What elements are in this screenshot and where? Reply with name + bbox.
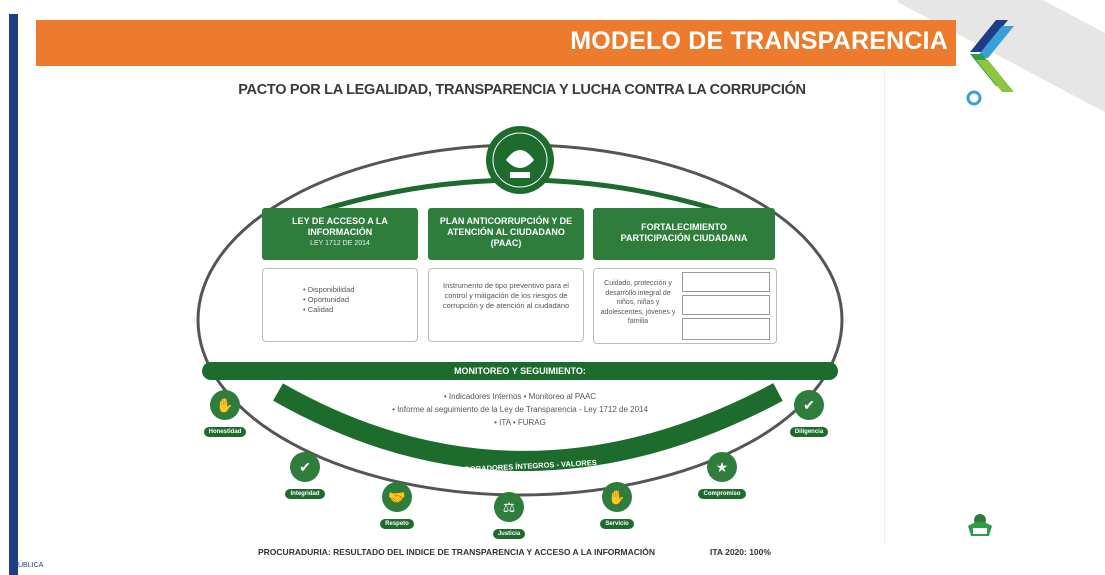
pillar-text: Cuidado, protección y desarrollo integra… bbox=[600, 280, 676, 325]
page-title: MODELO DE TRANSPARENCIA bbox=[570, 27, 948, 55]
sub-box-2 bbox=[682, 295, 770, 315]
pillar-title: FORTALECIMIENTO PARTICIPACIÓN CIUDADANA bbox=[620, 222, 748, 243]
value-diligencia: ✔ Diligencia bbox=[784, 390, 834, 438]
pillar-item: • Oportunidad bbox=[303, 295, 349, 304]
pillar-item: • Calidad bbox=[303, 305, 334, 314]
footer-ita-score: ITA 2020: 100% bbox=[710, 547, 771, 557]
pillar-subtitle: LEY 1712 DE 2014 bbox=[310, 240, 370, 247]
value-label: Respeto bbox=[380, 519, 414, 529]
values-arc bbox=[273, 383, 783, 471]
icbf-logo-icon bbox=[968, 514, 992, 536]
justicia-icon: ⚖ bbox=[494, 492, 524, 522]
value-respeto: 🤝 Respeto bbox=[372, 482, 422, 530]
monitoring-line: • Informe al seguimiento de la Ley de Tr… bbox=[392, 405, 648, 414]
pillar-head-participacion: FORTALECIMIENTO PARTICIPACIÓN CIUDADANA bbox=[593, 208, 775, 260]
pillar-body-paac: Instrumento de tipo preventivo para el c… bbox=[428, 268, 584, 342]
pillar-item: • Disponibilidad bbox=[303, 285, 355, 294]
title-banner: MODELO DE TRANSPARENCIA bbox=[36, 20, 956, 66]
sub-box-1 bbox=[682, 272, 770, 292]
value-servicio: ✋ Servicio bbox=[592, 482, 642, 530]
diagram-subtitle: PACTO POR LA LEGALIDAD, TRANSPARENCIA Y … bbox=[238, 82, 806, 98]
pillar-body-ley-acceso: • Disponibilidad • Oportunidad • Calidad bbox=[262, 268, 418, 342]
integridad-icon: ✔ bbox=[290, 452, 320, 482]
pillar-title: LEY DE ACCESO A LA INFORMACIÓN bbox=[292, 216, 388, 237]
left-accent-bar bbox=[9, 14, 18, 575]
compromiso-icon: ★ bbox=[707, 452, 737, 482]
pillar-head-paac: PLAN ANTICORRUPCIÓN Y DE ATENCIÓN AL CIU… bbox=[428, 208, 584, 260]
footer-text: PROCURADURIA: RESULTADO DEL INDICE DE TR… bbox=[258, 547, 655, 557]
monitoring-band: MONITOREO Y SEGUIMIENTO: bbox=[202, 362, 838, 380]
monitoring-line: • ITA • FURAG bbox=[494, 418, 546, 427]
value-integridad: ✔ Integridad bbox=[280, 452, 330, 500]
value-honestidad: ✋ Honestidad bbox=[200, 390, 250, 438]
pillar-title: PLAN ANTICORRUPCIÓN Y DE ATENCIÓN AL CIU… bbox=[439, 216, 573, 248]
value-label: Compromiso bbox=[698, 489, 746, 499]
icbf-logo bbox=[958, 512, 1002, 556]
brand-logo-icon bbox=[966, 20, 1014, 106]
monitoring-line: • Indicadores Internos • Monitoreo al PA… bbox=[443, 392, 597, 401]
value-label: Integridad bbox=[285, 489, 325, 499]
diligencia-icon: ✔ bbox=[794, 390, 824, 420]
corner-text: ÚBLICA bbox=[18, 562, 44, 569]
value-label: Justicia bbox=[492, 529, 526, 539]
pillar-text: Instrumento de tipo preventivo para el c… bbox=[442, 281, 570, 310]
value-justicia: ⚖ Justicia bbox=[484, 492, 534, 540]
value-label: Honestidad bbox=[203, 427, 247, 437]
value-compromiso: ★ Compromiso bbox=[692, 452, 752, 500]
honestidad-icon: ✋ bbox=[210, 390, 240, 420]
value-label: Diligencia bbox=[789, 427, 829, 437]
sub-box-3 bbox=[682, 318, 770, 340]
pillar-body-participacion: Cuidado, protección y desarrollo integra… bbox=[593, 268, 777, 344]
value-label: Servicio bbox=[600, 519, 634, 529]
respeto-icon: 🤝 bbox=[382, 482, 412, 512]
servicio-icon: ✋ bbox=[602, 482, 632, 512]
monitoring-lines: • Indicadores Internos • Monitoreo al PA… bbox=[340, 390, 700, 429]
pillar-head-ley-acceso: LEY DE ACCESO A LA INFORMACIÓN LEY 1712 … bbox=[262, 208, 418, 260]
slide-divider bbox=[884, 70, 885, 545]
